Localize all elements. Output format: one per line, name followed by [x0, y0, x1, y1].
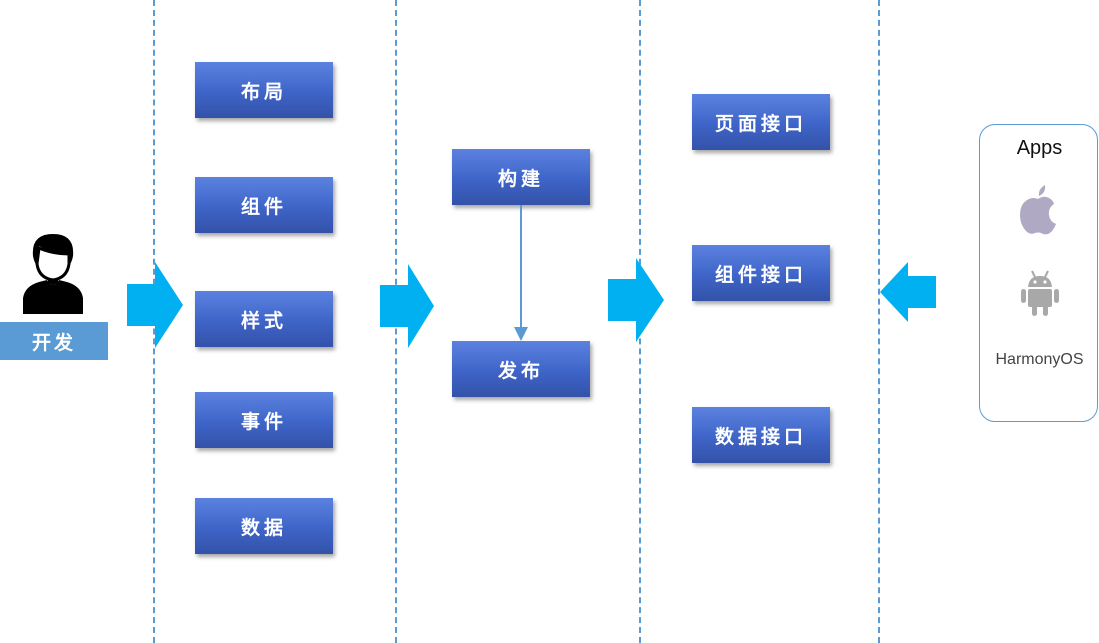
build-to-publish-arrow-icon	[514, 205, 528, 341]
publish-box: 发布	[452, 341, 590, 397]
component-box: 组件	[195, 177, 333, 233]
developer-avatar-icon	[23, 234, 83, 314]
harmonyos-label: HarmonyOS	[995, 351, 1084, 368]
style-box: 样式	[195, 291, 333, 347]
arrow-left-icon	[880, 262, 936, 322]
separator-4	[878, 0, 880, 643]
page-interface-box: 页面接口	[692, 94, 830, 150]
arrow-right-icon-3	[608, 258, 664, 342]
apps-panel: Apps HarmonyOS	[979, 124, 1098, 422]
arrow-right-icon-2	[380, 264, 434, 348]
build-box: 构建	[452, 149, 590, 205]
data-interface-box: 数据接口	[692, 407, 830, 463]
arrow-right-icon-1	[127, 262, 183, 348]
developer-label: 开发	[0, 322, 108, 360]
apple-icon	[1020, 185, 1056, 235]
layout-box: 布局	[195, 62, 333, 118]
component-interface-box: 组件接口	[692, 245, 830, 301]
apps-title: Apps	[1016, 137, 1063, 159]
event-box: 事件	[195, 392, 333, 448]
data-box: 数据	[195, 498, 333, 554]
android-icon	[1021, 270, 1059, 316]
